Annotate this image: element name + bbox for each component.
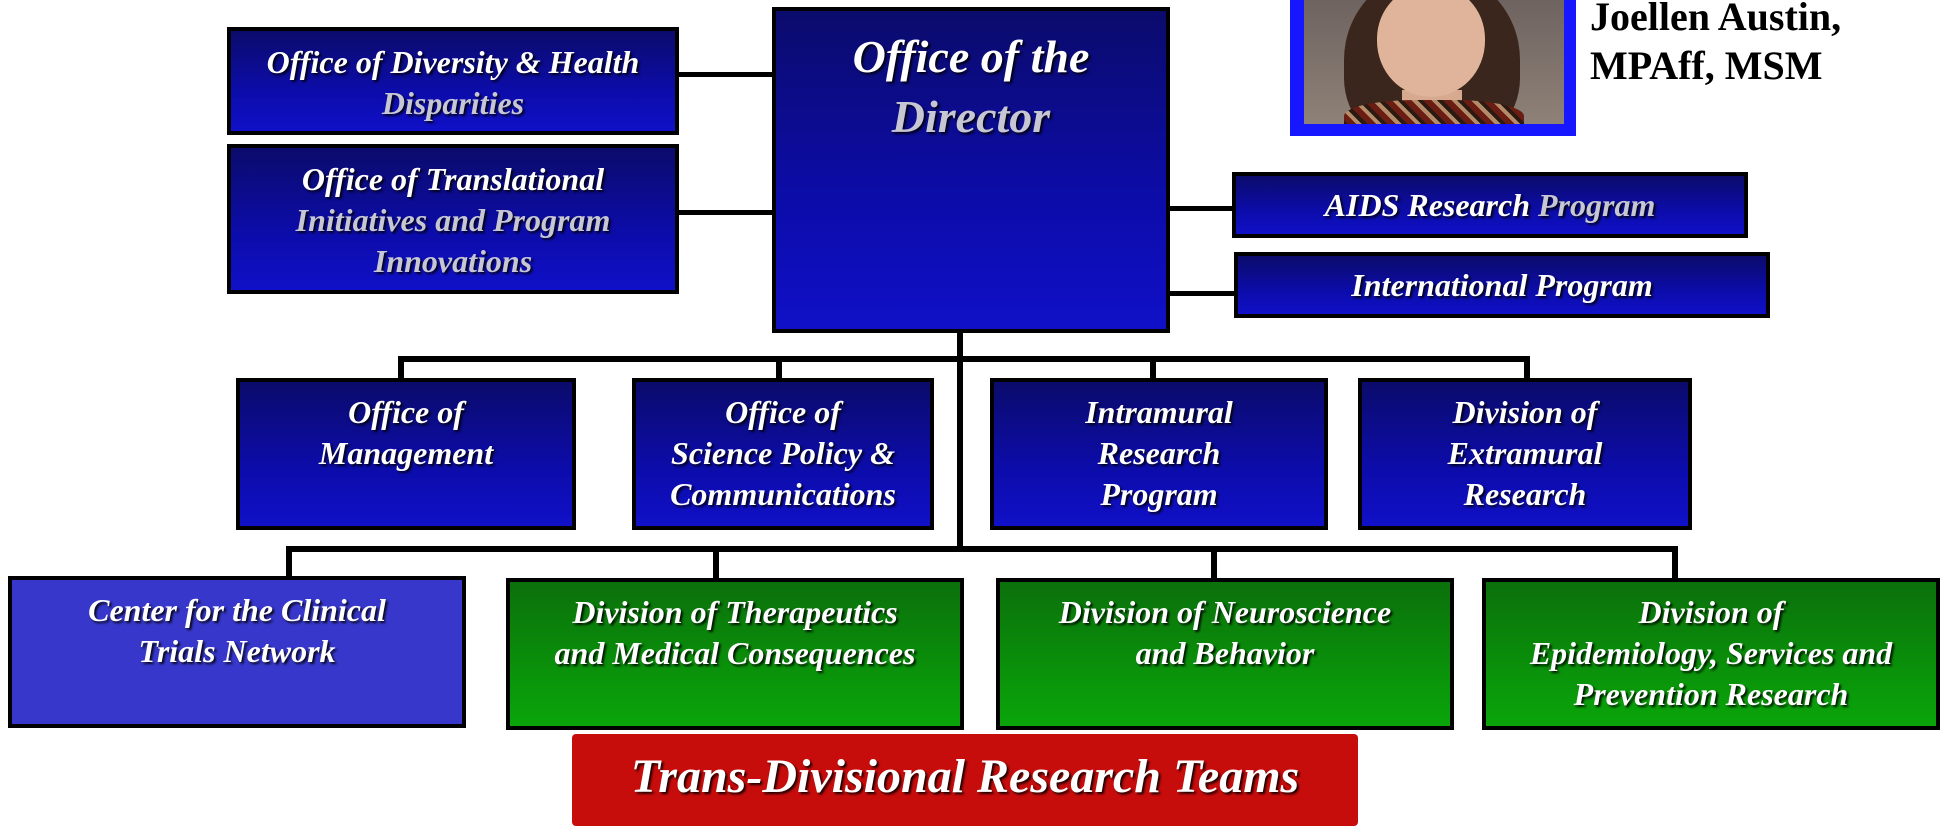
clinical-trials-network-box: Center for the Clinical Trials Network — [8, 576, 466, 728]
clinical-trials-line1: Center for the Clinical — [88, 592, 386, 628]
trans-divisional-banner: Trans-Divisional Research Teams — [572, 734, 1358, 826]
office-translational-line2: Initiatives and Program — [295, 202, 611, 238]
epidemiology-line1: Division of — [1638, 594, 1784, 630]
connector-line — [398, 356, 404, 386]
international-program-label: International Program — [1351, 266, 1653, 303]
director-title-line2: Director — [891, 91, 1051, 142]
intramural-line3: Program — [1100, 476, 1218, 512]
trans-divisional-label: Trans-Divisional Research Teams — [630, 750, 1300, 803]
director-name: Joellen Austin, MPAff, MSM — [1590, 0, 1930, 90]
office-translational-line1: Office of Translational — [301, 161, 605, 197]
therapeutics-line2: and Medical Consequences — [554, 635, 916, 671]
office-diversity-line2: Disparities — [381, 85, 525, 121]
connector-line — [1672, 546, 1678, 582]
intramural-research-box: Intramural Research Program — [990, 378, 1328, 530]
connector-line — [1158, 291, 1238, 296]
aids-program-label: Program — [1538, 186, 1656, 223]
office-management-line1: Office of — [348, 394, 464, 430]
extramural-line2: Extramural — [1447, 435, 1603, 471]
office-translational-line3: Innovations — [373, 243, 533, 279]
connector-line — [286, 546, 1678, 552]
neuroscience-division-box: Division of Neuroscience and Behavior — [996, 578, 1454, 730]
epidemiology-line3: Prevention Research — [1573, 676, 1849, 712]
connector-line — [1524, 356, 1530, 386]
therapeutics-division-box: Division of Therapeutics and Medical Con… — [506, 578, 964, 730]
extramural-line3: Research — [1463, 476, 1587, 512]
office-diversity-health-box: Office of Diversity & Health Disparities — [227, 27, 679, 135]
epidemiology-line2: Epidemiology, Services and — [1529, 635, 1893, 671]
neuroscience-line2: and Behavior — [1135, 635, 1315, 671]
office-of-management-box: Office of Management — [236, 378, 576, 530]
extramural-line1: Division of — [1452, 394, 1598, 430]
office-of-director-box: Office of the Director — [772, 7, 1170, 333]
director-title-line1: Office of the — [852, 31, 1090, 82]
office-science-line2: Science Policy & — [671, 435, 895, 471]
connector-line — [400, 356, 1530, 362]
neuroscience-line1: Division of Neuroscience — [1058, 594, 1392, 630]
connector-line — [1150, 356, 1156, 386]
office-diversity-line1: Office of Diversity & Health — [266, 44, 640, 80]
intramural-line1: Intramural — [1085, 394, 1233, 430]
office-management-line2: Management — [318, 435, 494, 471]
clinical-trials-line2: Trials Network — [138, 633, 336, 669]
connector-line — [1168, 206, 1234, 211]
connector-line — [1211, 546, 1217, 582]
director-name-line1: Joellen Austin, — [1590, 0, 1842, 39]
therapeutics-line1: Division of Therapeutics — [572, 594, 898, 630]
office-science-line1: Office of — [725, 394, 841, 430]
director-name-line2: MPAff, MSM — [1590, 43, 1823, 88]
office-translational-box: Office of Translational Initiatives and … — [227, 144, 679, 294]
connector-line — [676, 72, 774, 77]
aids-research-program-box: AIDS Research Program — [1232, 172, 1748, 238]
connector-trunk — [957, 330, 963, 552]
connector-line — [286, 546, 292, 580]
office-science-line3: Communications — [670, 476, 896, 512]
director-photo-frame — [1290, 0, 1576, 136]
office-science-policy-box: Office of Science Policy & Communication… — [632, 378, 934, 530]
director-photo — [1304, 0, 1564, 124]
aids-research-label: AIDS Research — [1324, 186, 1538, 223]
extramural-research-box: Division of Extramural Research — [1358, 378, 1692, 530]
epidemiology-division-box: Division of Epidemiology, Services and P… — [1482, 578, 1940, 730]
intramural-line2: Research — [1097, 435, 1221, 471]
connector-line — [776, 356, 782, 386]
connector-line — [676, 210, 774, 215]
international-program-box: International Program — [1234, 252, 1770, 318]
connector-line — [713, 546, 719, 582]
